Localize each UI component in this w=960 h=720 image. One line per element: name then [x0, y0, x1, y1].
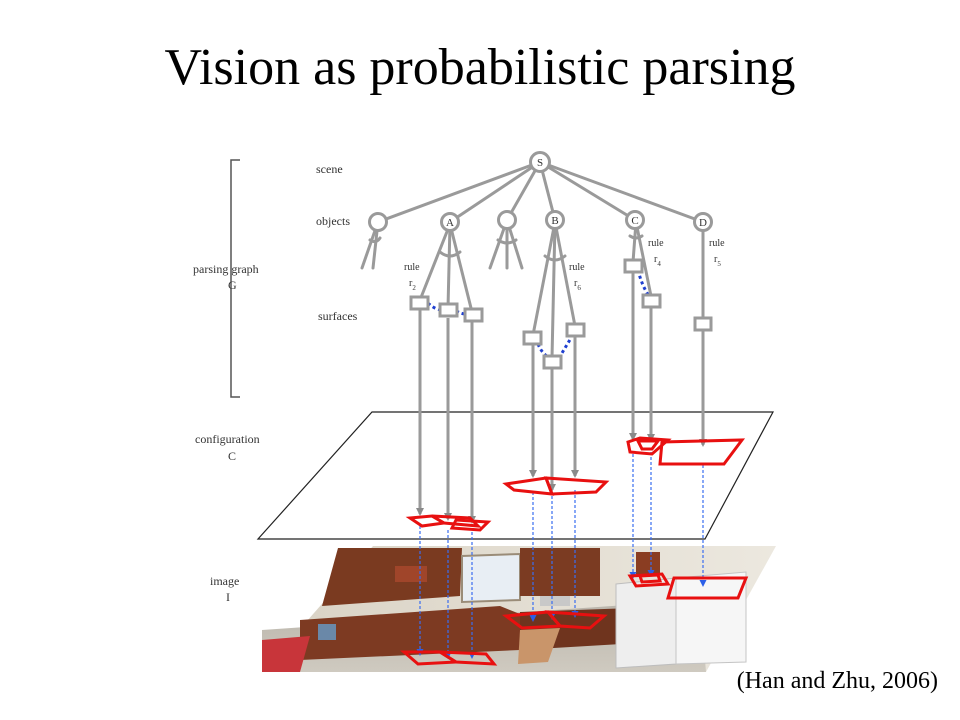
scene-node-label: S [537, 157, 543, 169]
parsing-graph-bracket [230, 159, 240, 398]
object-node-d [693, 212, 713, 232]
rule-r4-word: rule [648, 238, 664, 249]
object-label-b: B [551, 215, 558, 227]
label-parsing-graph: parsing graph [193, 262, 259, 276]
object-node-b [545, 210, 565, 230]
rule-r2: r2 [409, 278, 416, 292]
object-label-c: C [631, 215, 638, 227]
surface-nodes [409, 258, 713, 370]
rule-r5: r5 [714, 254, 721, 268]
label-configuration-symbol: C [228, 449, 236, 463]
label-image-symbol: I [226, 590, 230, 604]
slide-title: Vision as probabilistic parsing [164, 39, 796, 96]
projection-arrows [416, 272, 707, 524]
image-regions [399, 572, 749, 666]
label-configuration: configuration [195, 432, 260, 446]
object-node-unlabeled-left [368, 212, 388, 232]
rule-r5-word: rule [709, 238, 725, 249]
citation: (Han and Zhu, 2006) [736, 668, 938, 694]
label-scene: scene [316, 162, 343, 176]
object-node-a [440, 212, 460, 232]
object-node-unlabeled-middle [497, 210, 517, 230]
kitchen-image [262, 546, 776, 672]
scene-node [529, 151, 551, 173]
rule-r6-word: rule [569, 262, 585, 273]
rule-r4: r4 [654, 254, 661, 268]
rule-r6: r6 [574, 278, 581, 292]
rule-r2-word: rule [404, 262, 420, 273]
configuration-regions [405, 436, 746, 532]
object-node-c [625, 210, 645, 230]
rule-labels: rule r2 rule r6 rule r4 rule r5 [404, 238, 725, 292]
configuration-plane [256, 411, 775, 540]
object-nodes: A B C D [368, 210, 713, 232]
object-label-d: D [699, 217, 707, 229]
object-label-a: A [446, 217, 454, 229]
label-image: image [210, 574, 239, 588]
label-surfaces: surfaces [318, 309, 358, 323]
image-projection-arrows [416, 452, 707, 659]
label-objects: objects [316, 214, 350, 228]
label-parsing-graph-symbol: G [228, 278, 237, 292]
